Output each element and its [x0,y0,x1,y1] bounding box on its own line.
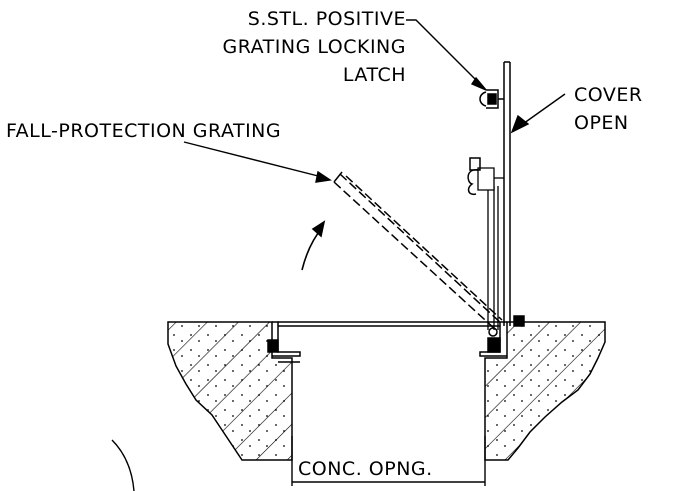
cover-plate-open [503,61,511,326]
cover-label-line1: COVER [574,84,643,106]
latch-label-line2: GRATING LOCKING [222,36,406,58]
break-line [111,439,135,491]
locking-latch [479,89,504,109]
grating-support-posts [477,167,504,330]
cover-handle [467,157,481,196]
latch-label-line3: LATCH [342,64,406,86]
cover-label-line2: OPEN [574,112,629,134]
left-concrete-slab [167,321,293,461]
grating-label: FALL-PROTECTION GRATING [6,120,282,142]
opening-dimension [291,436,486,486]
left-frame-angle [267,321,301,363]
latch-label-line1: S.STL. POSITIVE [247,8,406,30]
fall-protection-grating [333,171,503,331]
leader-lines [183,19,566,183]
rotation-arrow [301,220,326,271]
opening-label: CONC. OPNG. [298,458,433,480]
right-concrete-slab [484,321,606,461]
cover-plate-closed [278,321,500,327]
